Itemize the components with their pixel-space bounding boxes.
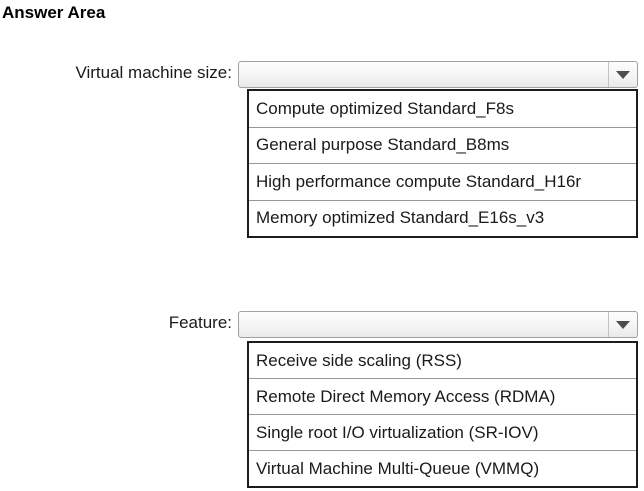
- vm-size-option-2[interactable]: General purpose Standard_B8ms: [249, 127, 636, 164]
- vm-size-option-4[interactable]: Memory optimized Standard_E16s_v3: [249, 200, 636, 236]
- feature-option-1[interactable]: Receive side scaling (RSS): [249, 343, 636, 379]
- option-label: Remote Direct Memory Access (RDMA): [256, 386, 556, 406]
- vm-size-options-list: Compute optimized Standard_F8s General p…: [247, 89, 638, 238]
- caret-down-icon: [616, 70, 630, 79]
- vm-size-dropdown-arrow-button[interactable]: [608, 62, 637, 87]
- feature-dropdown[interactable]: [238, 311, 638, 338]
- feature-dropdown-value[interactable]: [239, 312, 608, 337]
- option-label: Memory optimized Standard_E16s_v3: [256, 208, 545, 228]
- vm-size-dropdown[interactable]: [238, 61, 638, 88]
- feature-option-4[interactable]: Virtual Machine Multi-Queue (VMMQ): [249, 451, 636, 486]
- feature-option-3[interactable]: Single root I/O virtualization (SR-IOV): [249, 415, 636, 451]
- vm-size-option-3[interactable]: High performance compute Standard_H16r: [249, 164, 636, 201]
- vm-size-option-1[interactable]: Compute optimized Standard_F8s: [249, 91, 636, 128]
- option-label: Compute optimized Standard_F8s: [256, 98, 514, 118]
- option-label: Receive side scaling (RSS): [256, 350, 462, 370]
- caret-down-icon: [616, 320, 630, 329]
- vm-size-label: Virtual machine size:: [75, 63, 232, 82]
- feature-dropdown-arrow-button[interactable]: [608, 312, 637, 337]
- page-title: Answer Area: [2, 3, 106, 22]
- option-label: Virtual Machine Multi-Queue (VMMQ): [256, 458, 540, 478]
- feature-label: Feature:: [168, 313, 232, 332]
- feature-option-2[interactable]: Remote Direct Memory Access (RDMA): [249, 379, 636, 415]
- option-label: Single root I/O virtualization (SR-IOV): [256, 422, 539, 442]
- vm-size-dropdown-value[interactable]: [239, 62, 608, 87]
- option-label: High performance compute Standard_H16r: [256, 171, 582, 191]
- feature-options-list: Receive side scaling (RSS) Remote Direct…: [247, 341, 638, 488]
- option-label: General purpose Standard_B8ms: [256, 135, 510, 155]
